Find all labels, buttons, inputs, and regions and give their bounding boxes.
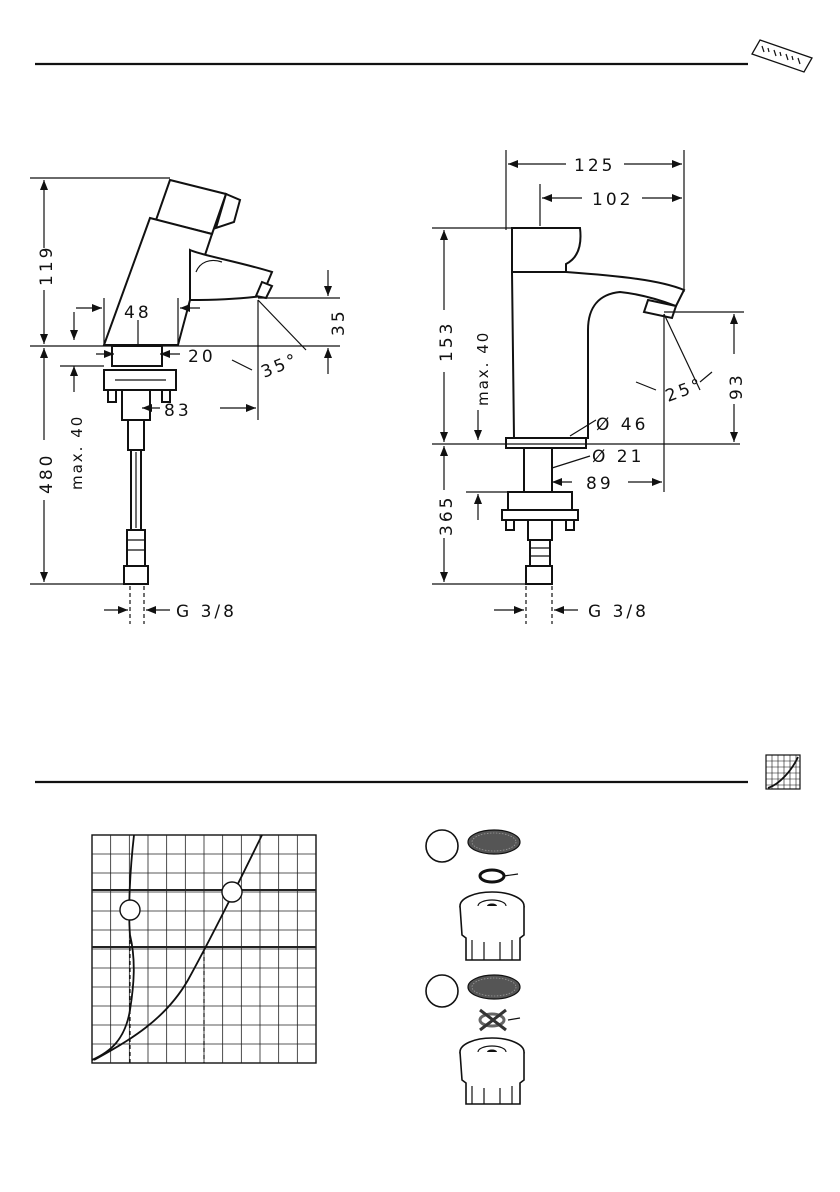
dim-119: 119 <box>37 245 57 286</box>
dim-g38-left: G 3/8 <box>176 602 237 622</box>
aerator-parts-drawing <box>426 830 524 1104</box>
dim-102: 102 <box>592 190 633 210</box>
ruler-icon <box>752 40 812 72</box>
dim-125: 125 <box>574 156 615 176</box>
dim-diameter-46: Ø 46 <box>596 415 648 435</box>
dim-max-40-right: max. 40 <box>474 331 492 406</box>
dim-153: 153 <box>437 321 457 362</box>
dim-48: 48 <box>124 303 152 323</box>
dim-480: 480 <box>37 453 57 494</box>
dim-g38-right: G 3/8 <box>588 602 649 622</box>
dim-diameter-21: Ø 21 <box>592 447 644 467</box>
dim-max-40: max. 40 <box>68 415 86 490</box>
dim-93: 93 <box>727 372 747 400</box>
flow-chart-icon <box>766 755 800 789</box>
dim-35-degrees: 35° <box>258 349 302 382</box>
dim-89: 89 <box>586 474 614 494</box>
flow-rate-graph <box>92 835 316 1063</box>
dim-365: 365 <box>437 495 457 536</box>
dim-83: 83 <box>164 401 192 421</box>
dim-35: 35 <box>329 308 349 336</box>
dim-25-degrees: 25° <box>663 375 707 407</box>
dim-20: 20 <box>188 347 216 367</box>
